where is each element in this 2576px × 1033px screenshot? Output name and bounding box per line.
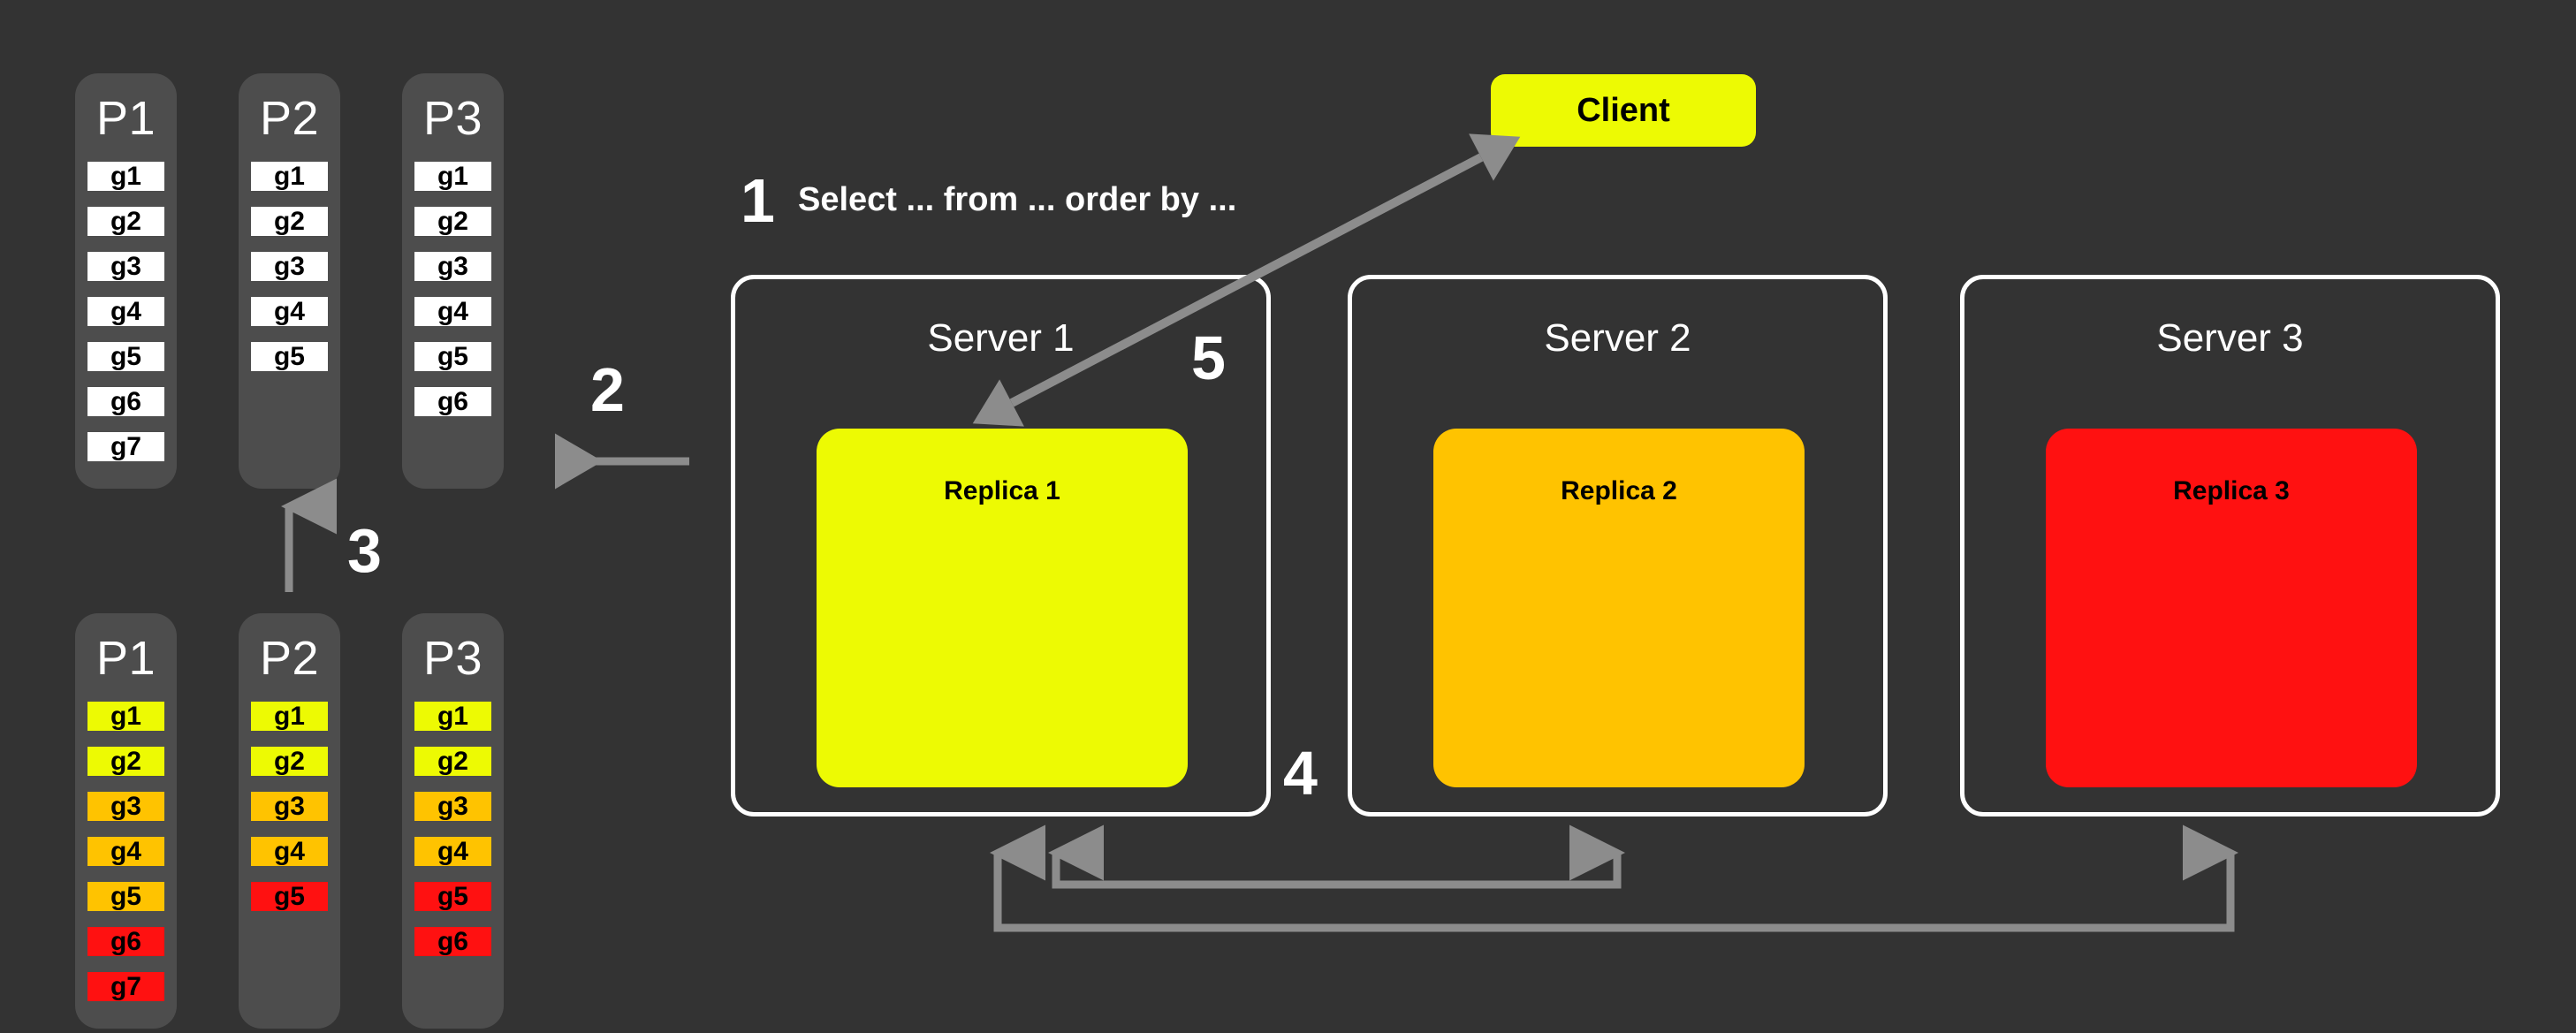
step-number-5: 5	[1191, 323, 1226, 392]
arrow-step-4-server2	[1048, 824, 1625, 889]
partition-cell: g7	[87, 972, 164, 1001]
server-box-1: Server 1 Replica 1	[731, 275, 1271, 817]
partition-cell: g5	[251, 882, 328, 911]
server-box-2: Server 2 Replica 2	[1348, 275, 1888, 817]
step-number-2: 2	[590, 355, 625, 424]
partition-cell: g6	[414, 387, 491, 416]
partition-cell: g1	[87, 702, 164, 731]
partition-cell: g6	[87, 927, 164, 956]
server-box-3: Server 3 Replica 3	[1960, 275, 2500, 817]
partition-cell: g3	[414, 792, 491, 821]
partition-cell: g2	[251, 207, 328, 236]
partition-column-bottom-p3: P3 g1 g2 g3 g4 g5 g6	[402, 613, 504, 1029]
partition-cell: g7	[87, 432, 164, 461]
partition-cell: g1	[251, 702, 328, 731]
partition-cell: g1	[414, 162, 491, 191]
replica-box-1[interactable]: Replica 1	[817, 429, 1188, 787]
step-number-3: 3	[347, 516, 382, 585]
partition-title: P2	[259, 632, 320, 685]
partition-cell: g5	[414, 882, 491, 911]
partition-cell: g3	[87, 252, 164, 281]
partition-cell: g1	[414, 702, 491, 731]
partition-cell: g5	[414, 342, 491, 371]
partition-cell: g3	[251, 792, 328, 821]
partition-cell: g4	[414, 297, 491, 326]
replica-label: Replica 2	[1561, 476, 1677, 505]
arrow-step-4-server3	[990, 824, 2238, 932]
partition-cell: g4	[87, 297, 164, 326]
replica-box-3[interactable]: Replica 3	[2046, 429, 2417, 787]
partition-cell: g1	[251, 162, 328, 191]
partition-cell: g2	[414, 747, 491, 776]
partition-cell: g4	[251, 837, 328, 866]
partition-column-bottom-p1: P1 g1 g2 g3 g4 g5 g6 g7	[75, 613, 177, 1029]
replica-label: Replica 3	[2173, 476, 2290, 505]
step-number-1: 1	[741, 166, 775, 235]
query-text: Select ... from ... order by ...	[798, 181, 1237, 218]
partition-cell: g2	[87, 207, 164, 236]
partition-cell: g5	[87, 882, 164, 911]
partition-cell: g3	[87, 792, 164, 821]
server-title: Server 2	[1544, 316, 1691, 360]
partition-column-top-p3: P3 g1 g2 g3 g4 g5 g6	[402, 73, 504, 489]
partition-cell: g4	[251, 297, 328, 326]
replica-box-2[interactable]: Replica 2	[1433, 429, 1805, 787]
client-box[interactable]: Client	[1491, 74, 1756, 147]
partition-title: P1	[95, 632, 156, 685]
step-number-4: 4	[1283, 739, 1318, 808]
partition-title: P3	[422, 92, 483, 145]
partition-cell: g4	[414, 837, 491, 866]
partition-cell: g6	[414, 927, 491, 956]
partition-cell: g1	[87, 162, 164, 191]
partition-cell: g4	[87, 837, 164, 866]
replica-label: Replica 1	[944, 476, 1060, 505]
partition-title: P3	[422, 632, 483, 685]
server-title: Server 3	[2156, 316, 2304, 360]
partition-cell: g5	[251, 342, 328, 371]
partition-cell: g3	[414, 252, 491, 281]
partition-cell: g3	[251, 252, 328, 281]
partition-cell: g2	[87, 747, 164, 776]
server-title: Server 1	[927, 316, 1075, 360]
partition-column-bottom-p2: P2 g1 g2 g3 g4 g5	[239, 613, 340, 1029]
partition-cell: g2	[251, 747, 328, 776]
partition-cell: g6	[87, 387, 164, 416]
client-label: Client	[1577, 91, 1670, 129]
partition-cell: g2	[414, 207, 491, 236]
partition-title: P2	[259, 92, 320, 145]
partition-title: P1	[95, 92, 156, 145]
partition-column-top-p2: P2 g1 g2 g3 g4 g5	[239, 73, 340, 489]
partition-cell: g5	[87, 342, 164, 371]
partition-column-top-p1: P1 g1 g2 g3 g4 g5 g6 g7	[75, 73, 177, 489]
